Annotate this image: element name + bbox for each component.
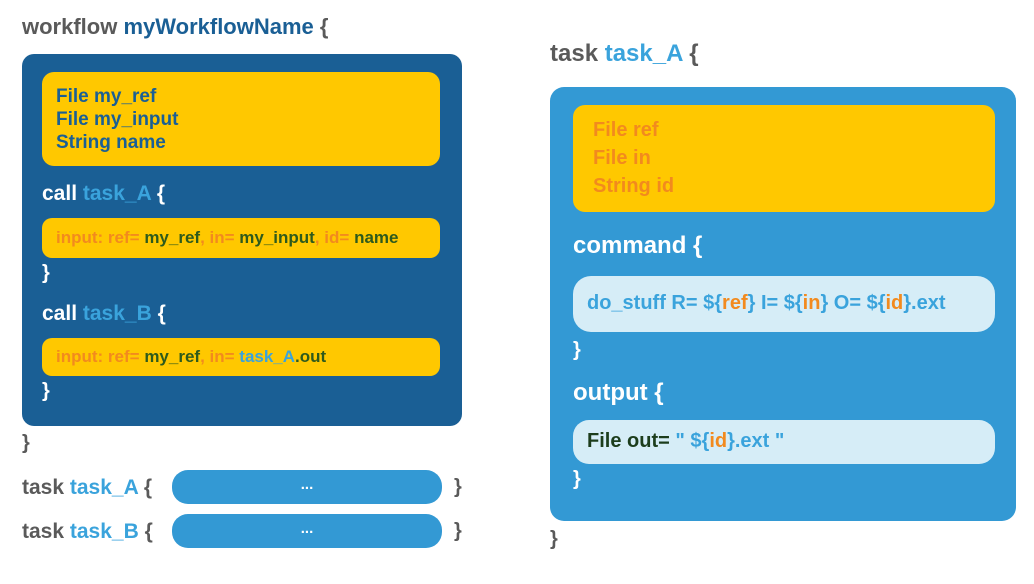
task-keyword: task — [22, 476, 65, 499]
command-keyword: command — [573, 232, 687, 259]
task-a-stub-close-brace: } — [454, 476, 462, 498]
task-name: task_A — [69, 476, 138, 499]
call-open-brace: { — [157, 302, 166, 325]
task-panel: File ref File in String id command { do_… — [550, 87, 1016, 521]
value-my-ref: my_ref — [139, 228, 201, 247]
workflow-name: myWorkflowName — [123, 14, 314, 39]
output-header: output { — [573, 379, 664, 407]
task-input-item: File ref — [593, 119, 659, 141]
task-open-brace: { — [689, 40, 699, 67]
call-task-b-input-box: input: ref= my_ref, in= task_A.out — [42, 338, 440, 376]
task-open-brace: { — [144, 520, 153, 543]
output-var-id: id — [709, 430, 728, 452]
workflow-close-brace: } — [22, 432, 30, 454]
output-open-brace: { — [654, 379, 664, 406]
command-text: do_stuff R= ${ — [587, 292, 723, 314]
value-task-a: task_A — [234, 347, 296, 366]
call-task-name: task_B — [82, 302, 152, 325]
workflow-input-item: File my_ref — [56, 86, 157, 107]
stub-ellipsis: ... — [300, 520, 314, 537]
workflow-inputs-box: File my_ref File my_input String name — [42, 72, 440, 166]
call-task-a-header: call task_A { — [42, 182, 165, 206]
call-task-b-header: call task_B { — [42, 302, 166, 326]
output-keyword: output — [573, 379, 648, 406]
command-open-brace: { — [693, 232, 703, 259]
task-header: task task_A { — [550, 40, 699, 68]
param-ref: ref= — [103, 228, 140, 247]
output-body: File out= " ${id}.ext " — [573, 420, 995, 464]
call-keyword: call — [42, 182, 78, 205]
task-name: task_B — [69, 520, 139, 543]
call-task-b-input-line: input: ref= my_ref, in= task_A.out — [56, 347, 326, 367]
task-open-brace: { — [143, 476, 153, 499]
call-task-name: task_A — [82, 182, 151, 205]
task-input-item: File in — [593, 147, 651, 169]
command-text: } I= ${ — [747, 292, 803, 314]
value-my-ref: my_ref — [139, 347, 201, 366]
value-name: name — [349, 228, 399, 247]
task-a-stub-header: task task_A { — [22, 476, 152, 500]
stub-ellipsis: ... — [300, 476, 314, 493]
input-label: input: — [56, 228, 104, 247]
command-line: do_stuff R= ${ref} I= ${in} O= ${id}.ext — [587, 292, 946, 315]
task-b-stub-body: ... — [172, 514, 442, 548]
call-task-b-close-brace: } — [42, 380, 50, 402]
call-task-a-close-brace: } — [42, 262, 50, 284]
call-task-a-input-box: input: ref= my_ref, in= my_input, id= na… — [42, 218, 440, 258]
workflow-keyword: workflow — [22, 14, 118, 39]
value-my-input: my_input — [234, 228, 315, 247]
task-b-stub-close-brace: } — [454, 520, 462, 542]
command-body: do_stuff R= ${ref} I= ${in} O= ${id}.ext — [573, 276, 995, 332]
output-text: " ${ — [669, 430, 710, 452]
command-text: }.ext — [903, 292, 946, 314]
call-keyword: call — [42, 302, 78, 325]
output-decl: File out= — [587, 430, 670, 452]
command-var-ref: ref — [722, 292, 748, 314]
task-b-stub-header: task task_B { — [22, 520, 153, 544]
command-var-id: id — [885, 292, 904, 314]
task-input-item: String id — [593, 175, 675, 197]
command-var-in: in — [802, 292, 821, 314]
param-ref: ref= — [103, 347, 140, 366]
workflow-input-item: String name — [56, 132, 166, 153]
task-keyword: task — [550, 40, 599, 67]
param-in: , in= — [200, 228, 235, 247]
workflow-header: workflow myWorkflowName { — [22, 14, 328, 40]
input-label: input: — [56, 347, 104, 366]
workflow-open-brace: { — [319, 14, 329, 39]
command-header: command { — [573, 232, 702, 260]
command-text: } O= ${ — [820, 292, 886, 314]
call-task-a-input-line: input: ref= my_ref, in= my_input, id= na… — [56, 228, 398, 248]
workflow-panel: File my_ref File my_input String name ca… — [22, 54, 462, 426]
param-in: , in= — [200, 347, 235, 366]
task-keyword: task — [22, 520, 65, 543]
task-name: task_A — [604, 40, 683, 67]
value-out: .out — [295, 347, 327, 366]
call-open-brace: { — [156, 182, 166, 205]
task-close-brace: } — [550, 528, 558, 550]
param-id: , id= — [314, 228, 350, 247]
output-close-brace: } — [573, 468, 581, 490]
task-a-stub-body: ... — [172, 470, 442, 504]
workflow-input-item: File my_input — [56, 109, 179, 130]
output-line: File out= " ${id}.ext " — [587, 430, 784, 453]
command-close-brace: } — [573, 339, 581, 361]
output-text: }.ext " — [727, 430, 785, 452]
task-inputs-box: File ref File in String id — [573, 105, 995, 212]
